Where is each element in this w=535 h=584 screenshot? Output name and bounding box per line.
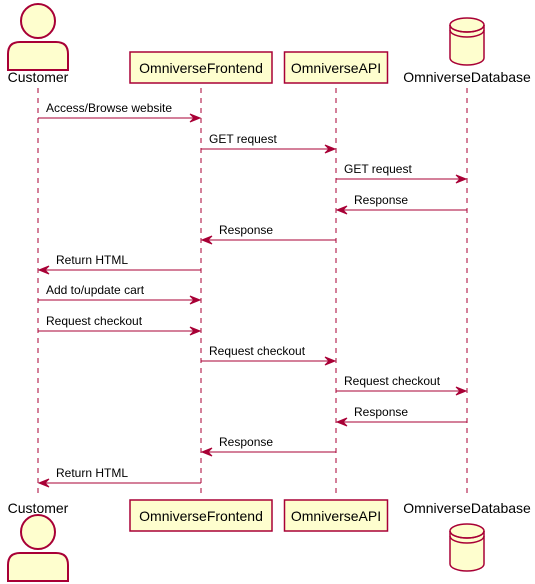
arrowhead (189, 326, 202, 336)
participant-customer-bottom: Customer (7, 500, 69, 582)
arrowhead (455, 174, 468, 184)
participant-label: Customer (8, 500, 69, 516)
participant-api-top: OmniverseAPI (283, 51, 389, 84)
message-5: Response (200, 223, 336, 245)
message-3: GET request (336, 162, 468, 184)
arrowhead (37, 265, 50, 275)
participant-heads-top: Customer OmniverseFrontend OmniverseAPI Omn… (7, 3, 531, 85)
message-label: Response (219, 435, 273, 449)
message-8: Request checkout (38, 314, 202, 336)
message-7: Add to/update cart (38, 283, 202, 305)
participant-box (129, 499, 273, 532)
participant-label: OmniverseAPI (291, 508, 381, 524)
actor-icon (7, 514, 69, 582)
participant-label: OmniverseFrontend (139, 60, 263, 76)
participant-box (283, 499, 389, 532)
message-label: GET request (209, 132, 277, 146)
message-label: Response (354, 405, 408, 419)
participant-box (129, 51, 273, 84)
arrowhead (200, 235, 213, 245)
message-label: Access/Browse website (46, 101, 172, 115)
message-label: Response (219, 223, 273, 237)
message-label: Request checkout (344, 374, 441, 388)
participant-label: OmniverseDatabase (403, 500, 531, 516)
arrowhead (335, 205, 348, 215)
message-11: Response (335, 405, 467, 427)
message-label: Return HTML (56, 253, 128, 267)
participant-label: OmniverseFrontend (139, 508, 263, 524)
participant-db-bottom: OmniverseDatabase (403, 500, 531, 572)
participant-customer-top: Customer (7, 3, 69, 85)
actor-icon (7, 3, 69, 71)
participant-frontend-bottom: OmniverseFrontend (129, 499, 273, 532)
message-label: Add to/update cart (46, 283, 145, 297)
participant-label: OmniverseAPI (291, 60, 381, 76)
lifelines (37, 88, 468, 497)
database-icon (449, 523, 485, 572)
arrowhead (189, 295, 202, 305)
participant-api-bottom: OmniverseAPI (283, 499, 389, 532)
message-label: Return HTML (56, 466, 128, 480)
message-label: Request checkout (209, 344, 306, 358)
message-label: Response (354, 193, 408, 207)
participant-db-top: OmniverseDatabase (403, 17, 531, 85)
database-icon (449, 17, 485, 66)
message-13: Return HTML (37, 466, 201, 488)
message-label: Request checkout (46, 314, 143, 328)
arrowhead (200, 447, 213, 457)
arrowhead (189, 113, 202, 123)
arrowhead (455, 386, 468, 396)
arrowhead (37, 478, 50, 488)
message-2: GET request (201, 132, 337, 154)
message-label: GET request (344, 162, 412, 176)
arrowhead (335, 417, 348, 427)
message-12: Response (200, 435, 336, 457)
participant-frontend-top: OmniverseFrontend (129, 51, 273, 84)
message-10: Request checkout (336, 374, 468, 396)
participant-label: OmniverseDatabase (403, 69, 531, 85)
participant-label: Customer (8, 69, 69, 85)
message-6: Return HTML (37, 253, 201, 275)
message-9: Request checkout (201, 344, 337, 366)
message-1: Access/Browse website (38, 101, 202, 123)
participant-box (283, 51, 389, 84)
arrowhead (324, 356, 337, 366)
message-4: Response (335, 193, 467, 215)
arrowhead (324, 144, 337, 154)
